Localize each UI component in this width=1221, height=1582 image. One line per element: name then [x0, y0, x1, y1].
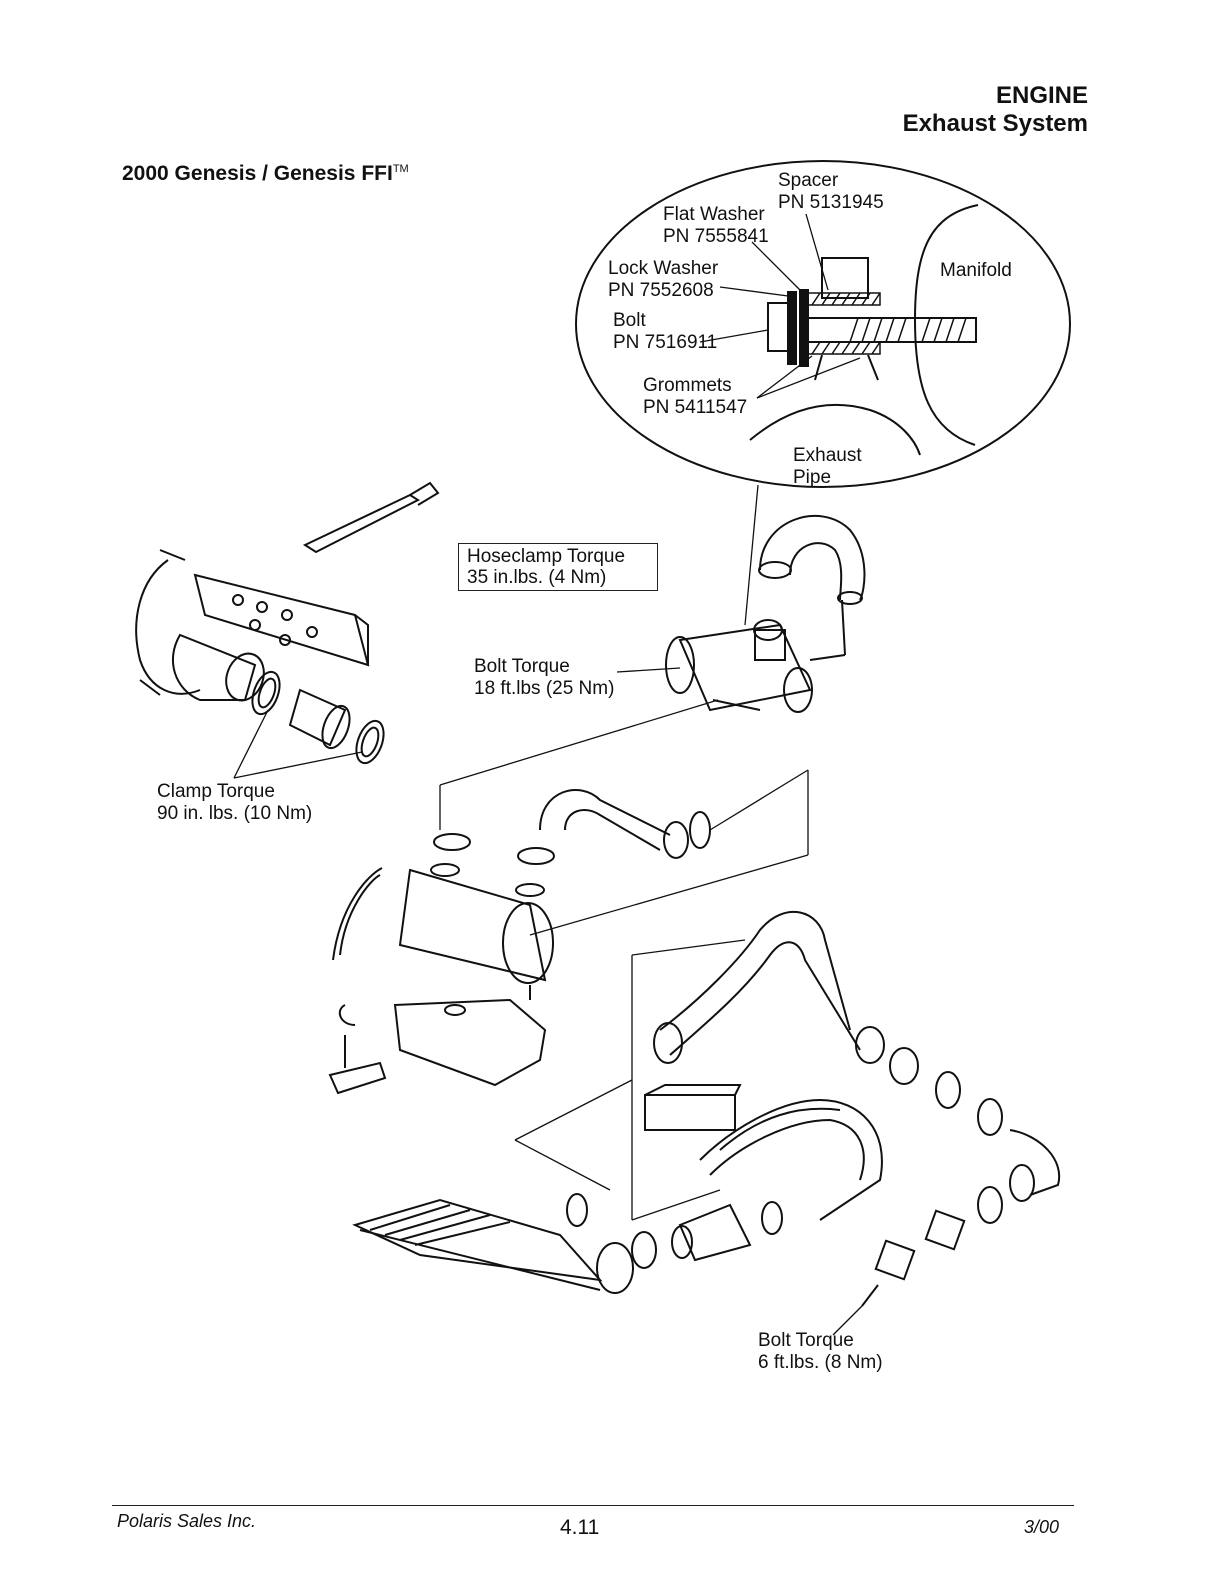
spacer-pn: PN 5131945	[778, 192, 884, 213]
flat-washer-shape	[799, 289, 809, 367]
mid-pipe	[539, 789, 671, 851]
bolt-torque-upper-title: Bolt Torque	[474, 656, 570, 677]
footer-company: Polaris Sales Inc.	[117, 1511, 257, 1531]
grommets-pn: PN 5411547	[643, 397, 748, 418]
clamp-torque-title: Clamp Torque	[157, 781, 275, 802]
clamp-ring-1	[433, 833, 471, 851]
model-title: 2000 Genesis / Genesis FFITM	[122, 162, 409, 186]
mid-pipe-end	[663, 821, 689, 859]
footer-date: 3/00	[1024, 1517, 1060, 1537]
detail-ellipse	[575, 160, 1071, 488]
footer-page-number: 4.11	[560, 1516, 600, 1539]
exhaust-pipe-contour	[749, 403, 921, 456]
exhaust-pipe-label-1: Exhaust	[793, 445, 862, 466]
bolt-torque-lower-value: 6 ft.lbs. (8 Nm)	[758, 1352, 883, 1373]
assembly-connectors	[439, 699, 809, 1221]
hoseclamp-torque-title: Hoseclamp Torque	[467, 546, 626, 567]
lock-washer-shape	[787, 291, 797, 365]
lock-washer-label: Lock Washer	[608, 258, 719, 279]
spacer-label: Spacer	[778, 170, 839, 191]
mid-clamp	[689, 811, 711, 849]
spacer-block	[821, 257, 869, 299]
clamp-torque-value: 90 in. lbs. (10 Nm)	[157, 803, 313, 824]
spacer-lower	[814, 354, 879, 381]
bolt-shank-shape	[807, 317, 977, 343]
grommets-label: Grommets	[643, 375, 732, 396]
bolt-torque-leader-upper	[616, 667, 681, 673]
hoseclamp-torque-box	[458, 543, 658, 591]
bolt-torque-lower-title: Bolt Torque	[758, 1330, 854, 1351]
subsection-title: Exhaust System	[902, 110, 1088, 137]
rod-part	[302, 481, 440, 554]
lower-pipe-art	[653, 911, 1061, 1307]
exhaust-pipe-label-2: Pipe	[793, 467, 832, 488]
clamp-ring-2	[517, 847, 555, 865]
bolt-label: Bolt	[613, 310, 646, 331]
bolt-torque-leader-lower	[832, 1305, 863, 1336]
detail-connector	[744, 484, 759, 626]
manifold-label: Manifold	[940, 260, 1012, 281]
manifold-assembly-art	[135, 549, 385, 765]
detail-leaders	[699, 213, 861, 399]
header-pipes-art	[352, 1084, 883, 1294]
bolt-head-shape	[767, 302, 789, 352]
section-title: ENGINE	[995, 82, 1088, 109]
clamp-leaders	[233, 709, 363, 779]
bolt-thread	[849, 317, 967, 343]
trademark-mark: TM	[392, 163, 409, 175]
flat-washer-label: Flat Washer	[663, 204, 765, 225]
bolt-torque-upper-value: 18 ft.lbs (25 Nm)	[474, 678, 615, 699]
lock-washer-pn: PN 7552608	[608, 280, 714, 301]
upper-muffler-art	[665, 514, 866, 713]
lower-muffler-art	[328, 863, 554, 1095]
grommet-hatch	[807, 292, 881, 355]
footer-rule	[112, 1505, 1074, 1506]
flat-washer-pn: PN 7555841	[663, 226, 769, 247]
manifold-outline	[913, 204, 979, 446]
hoseclamp-torque-value: 35 in.lbs. (4 Nm)	[467, 567, 607, 588]
bolt-pn: PN 7516911	[613, 332, 718, 353]
model-title-text: 2000 Genesis / Genesis FFI	[122, 162, 393, 185]
